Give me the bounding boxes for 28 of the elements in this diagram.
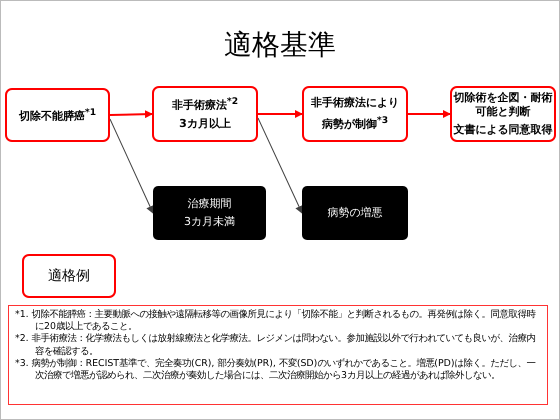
- box-label: 非手術療法により: [311, 96, 399, 111]
- arrow: [110, 110, 153, 118]
- box-label: 病勢が制御$^{*3}$: [322, 114, 388, 132]
- process-box: [22, 254, 116, 298]
- box-label: 病勢の増悪: [328, 206, 382, 220]
- process-box: [5, 88, 110, 142]
- box-label: 切除不能膵癌$^{*1}$: [18, 106, 96, 124]
- process-box: [152, 86, 258, 142]
- outcome-box: [302, 186, 408, 240]
- title: 適格基準: [223, 27, 337, 63]
- arrow: [408, 110, 451, 118]
- process-box: [450, 86, 556, 142]
- box-label: 切除術を企図・耐術可能と判断: [452, 90, 554, 120]
- footnote-box: [8, 305, 548, 405]
- box-label: 適格例: [48, 266, 90, 286]
- process-box: [302, 86, 408, 142]
- arrow: [110, 118, 154, 214]
- footnote-text: *2. 非手術療法：化学療法もしくは放射線療法と化学療法。レジメンは問わない。参加施設以外で行われていても良いが、治療内容を確認する。: [15, 333, 537, 358]
- arrow: [258, 118, 303, 214]
- arrow: [258, 110, 303, 118]
- footnote-text: *3. 病勢が制御：RECIST基準で、完全奏功(CR), 部分奏効(PR), 不変(SD)のいずれかであること。増悪(PD)は除く。ただし、一次治療で増悪が認められ、二次治療が奏効した場合には、二次治療開始から3カ月以上の経過があれば除外しない。: [15, 358, 536, 382]
- box-label: 3カ月未満: [184, 215, 235, 230]
- footnote-text: *1. 切除不能膵癌：主要動脈への接触や遠隔転移等の画像所見により「切除不能」と判断されるもの。再発例は除く。同意取得時に20歳以上であること。: [15, 309, 537, 333]
- box-label: 3カ月以上: [179, 117, 231, 132]
- box-label: 非手術療法$^{*2}$: [172, 96, 238, 114]
- box-label: 文書による同意取得: [454, 123, 552, 138]
- box-label: 治療期間: [188, 196, 232, 211]
- outcome-box: [153, 186, 266, 240]
